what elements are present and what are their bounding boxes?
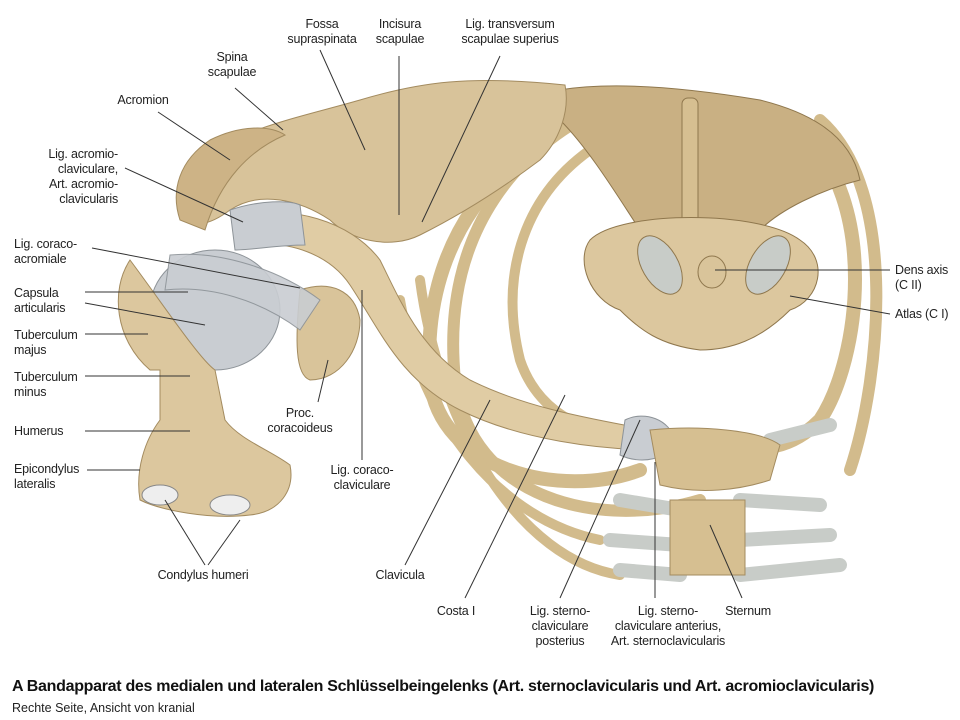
label-lig-coracoclaviculare: Lig. coraco- claviculare: [330, 463, 394, 492]
label-lig-sternoclaviculare-posterius: Lig. sterno- claviculare posterius: [529, 604, 591, 648]
label-clavicula: Clavicula: [375, 568, 425, 582]
leader-lines: [84, 49, 891, 599]
label-dens-axis: Dens axis (C II): [895, 263, 949, 292]
label-capsula-articularis: Capsula articularis: [14, 286, 66, 315]
label-costa-i: Costa I: [436, 604, 476, 618]
label-condylus-humeri: Condylus humeri: [157, 568, 249, 582]
sternum: [649, 427, 781, 576]
coracoacromial-ligament: [164, 253, 321, 331]
label-spina-scapulae: Spina scapulae: [207, 50, 257, 79]
label-sternum: Sternum: [725, 604, 771, 618]
label-humerus: Humerus: [14, 424, 64, 438]
label-lig-acromioclaviculare: Lig. acromio- claviculare, Art. acromio-…: [48, 147, 118, 206]
label-tuberculum-majus: Tuberculum majus: [14, 328, 78, 357]
label-atlas: Atlas (C I): [895, 307, 949, 321]
label-acromion: Acromion: [117, 93, 169, 107]
label-epicondylus-lateralis: Epicondylus lateralis: [14, 462, 80, 491]
label-incisura-scapulae: Incisura scapulae: [375, 17, 425, 46]
dens-axis: [697, 255, 727, 289]
vertebral-column: [559, 85, 861, 351]
acromion: [175, 127, 287, 231]
figure-caption: A Bandapparat des medialen und lateralen…: [12, 678, 875, 695]
acromioclavicular-ligament: [229, 201, 306, 251]
label-lig-sternoclaviculare-anterius: Lig. sterno- claviculare anterius, Art. …: [610, 604, 726, 648]
label-tuberculum-minus: Tuberculum minus: [14, 370, 78, 399]
label-lig-transversum: Lig. transversum scapulae superius: [461, 17, 559, 46]
costal-cartilages: [603, 418, 847, 582]
label-fossa-supraspinata: Fossa supraspinata: [287, 17, 357, 46]
figure-subcaption: Rechte Seite, Ansicht von kranial: [12, 701, 195, 715]
label-proc-coracoideus: Proc. coracoideus: [267, 406, 333, 435]
label-lig-coracoacromiale: Lig. coraco- acromiale: [14, 237, 77, 266]
shoulder-girdle-illustration: [84, 49, 891, 599]
